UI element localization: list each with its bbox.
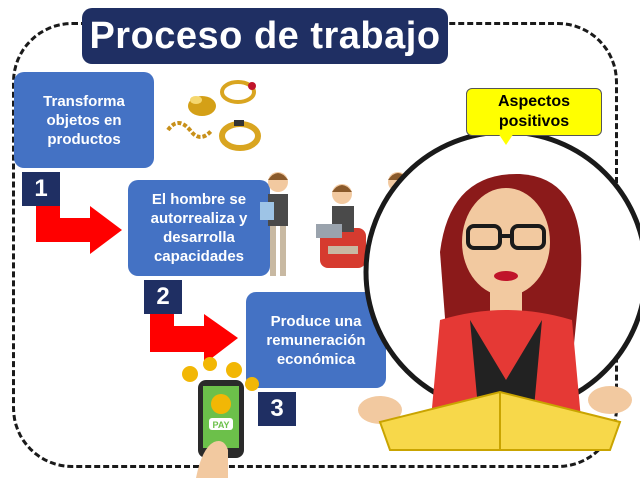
step-1-box: Transforma objetos en productos xyxy=(14,72,154,168)
callout-tail xyxy=(498,133,514,145)
arrow-2-icon xyxy=(150,314,238,364)
aspectos-positivos-callout: Aspectos positivos xyxy=(466,88,602,136)
step-2-box: El hombre se autorrealiza y desarrolla c… xyxy=(128,180,270,276)
step-1-number: 1 xyxy=(22,172,60,206)
woman-reading-icon xyxy=(358,129,640,451)
page-title: Proceso de trabajo xyxy=(82,8,448,64)
arrow-1-icon xyxy=(36,206,122,254)
jewelry-icon xyxy=(166,80,261,151)
step-3-box: Produce una remuneración económica xyxy=(246,292,386,388)
step-3-number: 3 xyxy=(258,392,296,426)
step-2-number: 2 xyxy=(144,280,182,314)
pay-label: PAY xyxy=(212,420,229,430)
phone-pay-icon: PAY xyxy=(182,357,259,478)
